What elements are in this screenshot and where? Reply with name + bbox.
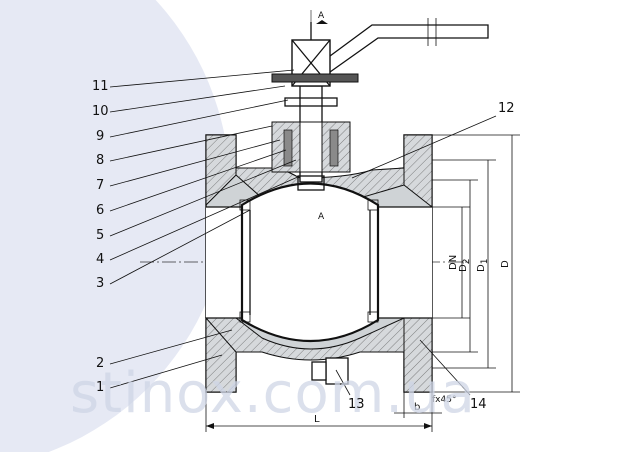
svg-text:D2: D2 bbox=[458, 259, 472, 272]
seat-lower-right bbox=[367, 311, 379, 323]
callout-11: 11 bbox=[92, 79, 109, 94]
dimension-d1: D1 bbox=[432, 159, 496, 369]
callout-8: 8 bbox=[96, 153, 104, 168]
callout-4: 4 bbox=[96, 252, 104, 267]
svg-text:D1: D1 bbox=[476, 259, 490, 272]
seat-lower-left bbox=[239, 311, 251, 323]
dimension-b: b bbox=[394, 392, 442, 418]
stop-plate bbox=[284, 97, 338, 107]
packing-left bbox=[283, 129, 293, 167]
callout-13: 13 bbox=[348, 397, 365, 412]
callout-7: 7 bbox=[96, 178, 104, 193]
dimension-d: D bbox=[432, 134, 520, 393]
callout-leaders bbox=[109, 69, 497, 396]
svg-text:b: b bbox=[414, 402, 420, 413]
callout-1: 1 bbox=[96, 380, 104, 395]
dimension-length: L bbox=[205, 392, 433, 432]
stem-tang bbox=[297, 175, 325, 191]
svg-text:L: L bbox=[314, 414, 320, 425]
seat-upper-right bbox=[367, 199, 379, 211]
callout-2: 2 bbox=[96, 356, 104, 371]
section-label-top: A bbox=[318, 11, 325, 21]
callout-6: 6 bbox=[96, 203, 104, 218]
svg-text:DN: DN bbox=[448, 255, 459, 270]
callout-9: 9 bbox=[96, 129, 104, 144]
callout-14: 14 bbox=[470, 397, 487, 412]
callout-10: 10 bbox=[92, 104, 109, 119]
ball bbox=[240, 182, 380, 342]
dimension-d2: D2 bbox=[432, 179, 478, 353]
callout-3: 3 bbox=[96, 276, 104, 291]
section-label-mid: A bbox=[318, 212, 325, 222]
chamfer-label: fx45° bbox=[432, 395, 456, 405]
section-arrow-top bbox=[316, 20, 328, 24]
handle-lever bbox=[329, 24, 489, 73]
drain-plug-head bbox=[311, 361, 327, 381]
stem-through-gland bbox=[299, 121, 323, 173]
callout-5: 5 bbox=[96, 228, 104, 243]
handle-base-plate bbox=[271, 73, 359, 83]
body-lower-shell bbox=[204, 317, 405, 361]
watermark: stinox.com.ua bbox=[70, 361, 476, 426]
packing-right bbox=[329, 129, 339, 167]
callout-12: 12 bbox=[498, 101, 515, 116]
dimension-dn: DN bbox=[432, 206, 470, 319]
svg-text:D: D bbox=[500, 260, 511, 268]
